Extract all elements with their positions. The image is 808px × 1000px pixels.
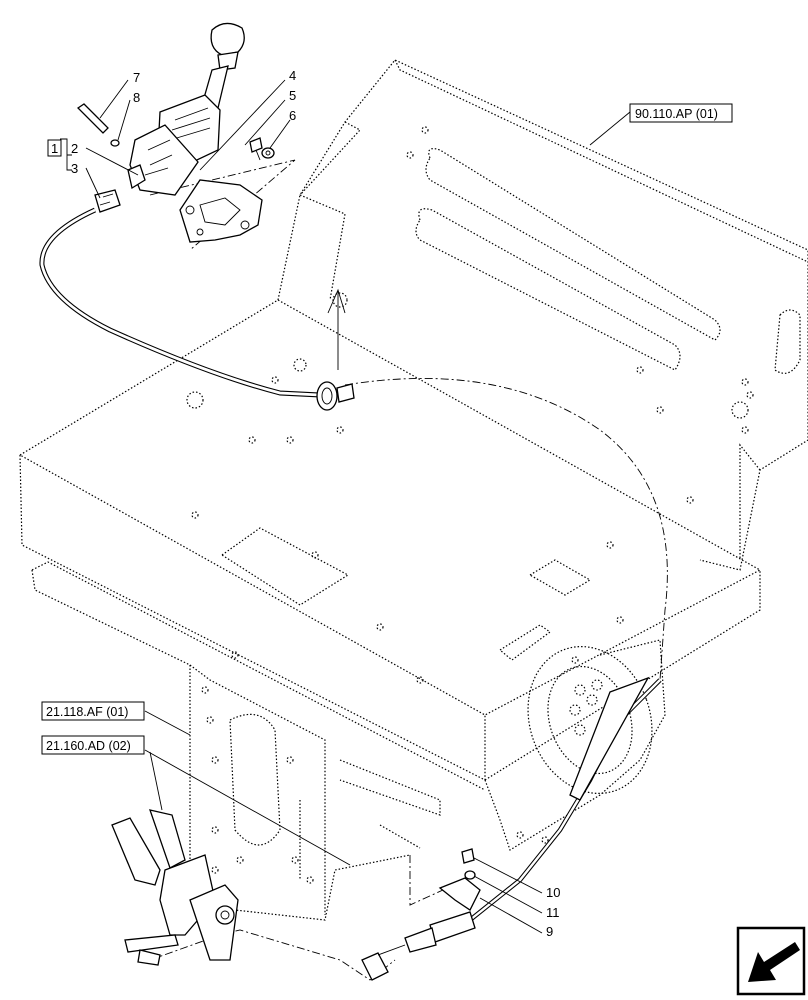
callouts: 1 2 3 4 5 6 7 8 9 10 11 bbox=[47, 68, 560, 939]
shift-cable bbox=[39, 207, 662, 981]
washer-item-8 bbox=[110, 139, 120, 147]
ref-21-118-af: 21.118.AF (01) bbox=[46, 705, 128, 719]
ref-90-110-ap: 90.110.AP (01) bbox=[635, 107, 718, 121]
lever-bracket bbox=[179, 179, 263, 243]
transmission-housing bbox=[189, 639, 666, 921]
callout-6: 6 bbox=[289, 108, 296, 123]
screw-item-10 bbox=[461, 848, 475, 864]
callout-8: 8 bbox=[133, 90, 140, 105]
clip-item-9 bbox=[438, 877, 481, 911]
callout-9: 9 bbox=[546, 924, 553, 939]
washer-item-11 bbox=[464, 870, 476, 880]
callout-5: 5 bbox=[289, 88, 296, 103]
reference-boxes: 90.110.AP (01) 21.118.AF (01) 21.160.AD … bbox=[41, 103, 733, 755]
leader-lines bbox=[60, 79, 631, 934]
callout-7: 7 bbox=[133, 70, 140, 85]
selector-forks bbox=[111, 809, 239, 966]
cab-panel bbox=[277, 59, 808, 571]
washer-item-6 bbox=[261, 147, 275, 159]
bolt-item-7 bbox=[76, 103, 109, 134]
callout-1: 1 bbox=[51, 141, 58, 156]
ref-box-1 bbox=[629, 103, 733, 123]
callout-3: 3 bbox=[71, 161, 78, 176]
shift-lever-assembly bbox=[94, 22, 245, 213]
ref-21-160-ad: 21.160.AD (02) bbox=[46, 739, 131, 753]
callout-10: 10 bbox=[546, 885, 560, 900]
platform-plate bbox=[18, 299, 762, 791]
callout-11: 11 bbox=[546, 905, 560, 920]
arrow-left-down-icon[interactable] bbox=[736, 926, 806, 996]
ref-box-3 bbox=[41, 735, 145, 755]
callout-4: 4 bbox=[289, 68, 296, 83]
assembly-lines bbox=[149, 159, 668, 981]
ref-box-2 bbox=[41, 701, 145, 721]
callout-2: 2 bbox=[71, 141, 78, 156]
callout-1-box bbox=[47, 139, 62, 157]
bolt-item-5 bbox=[249, 137, 263, 161]
